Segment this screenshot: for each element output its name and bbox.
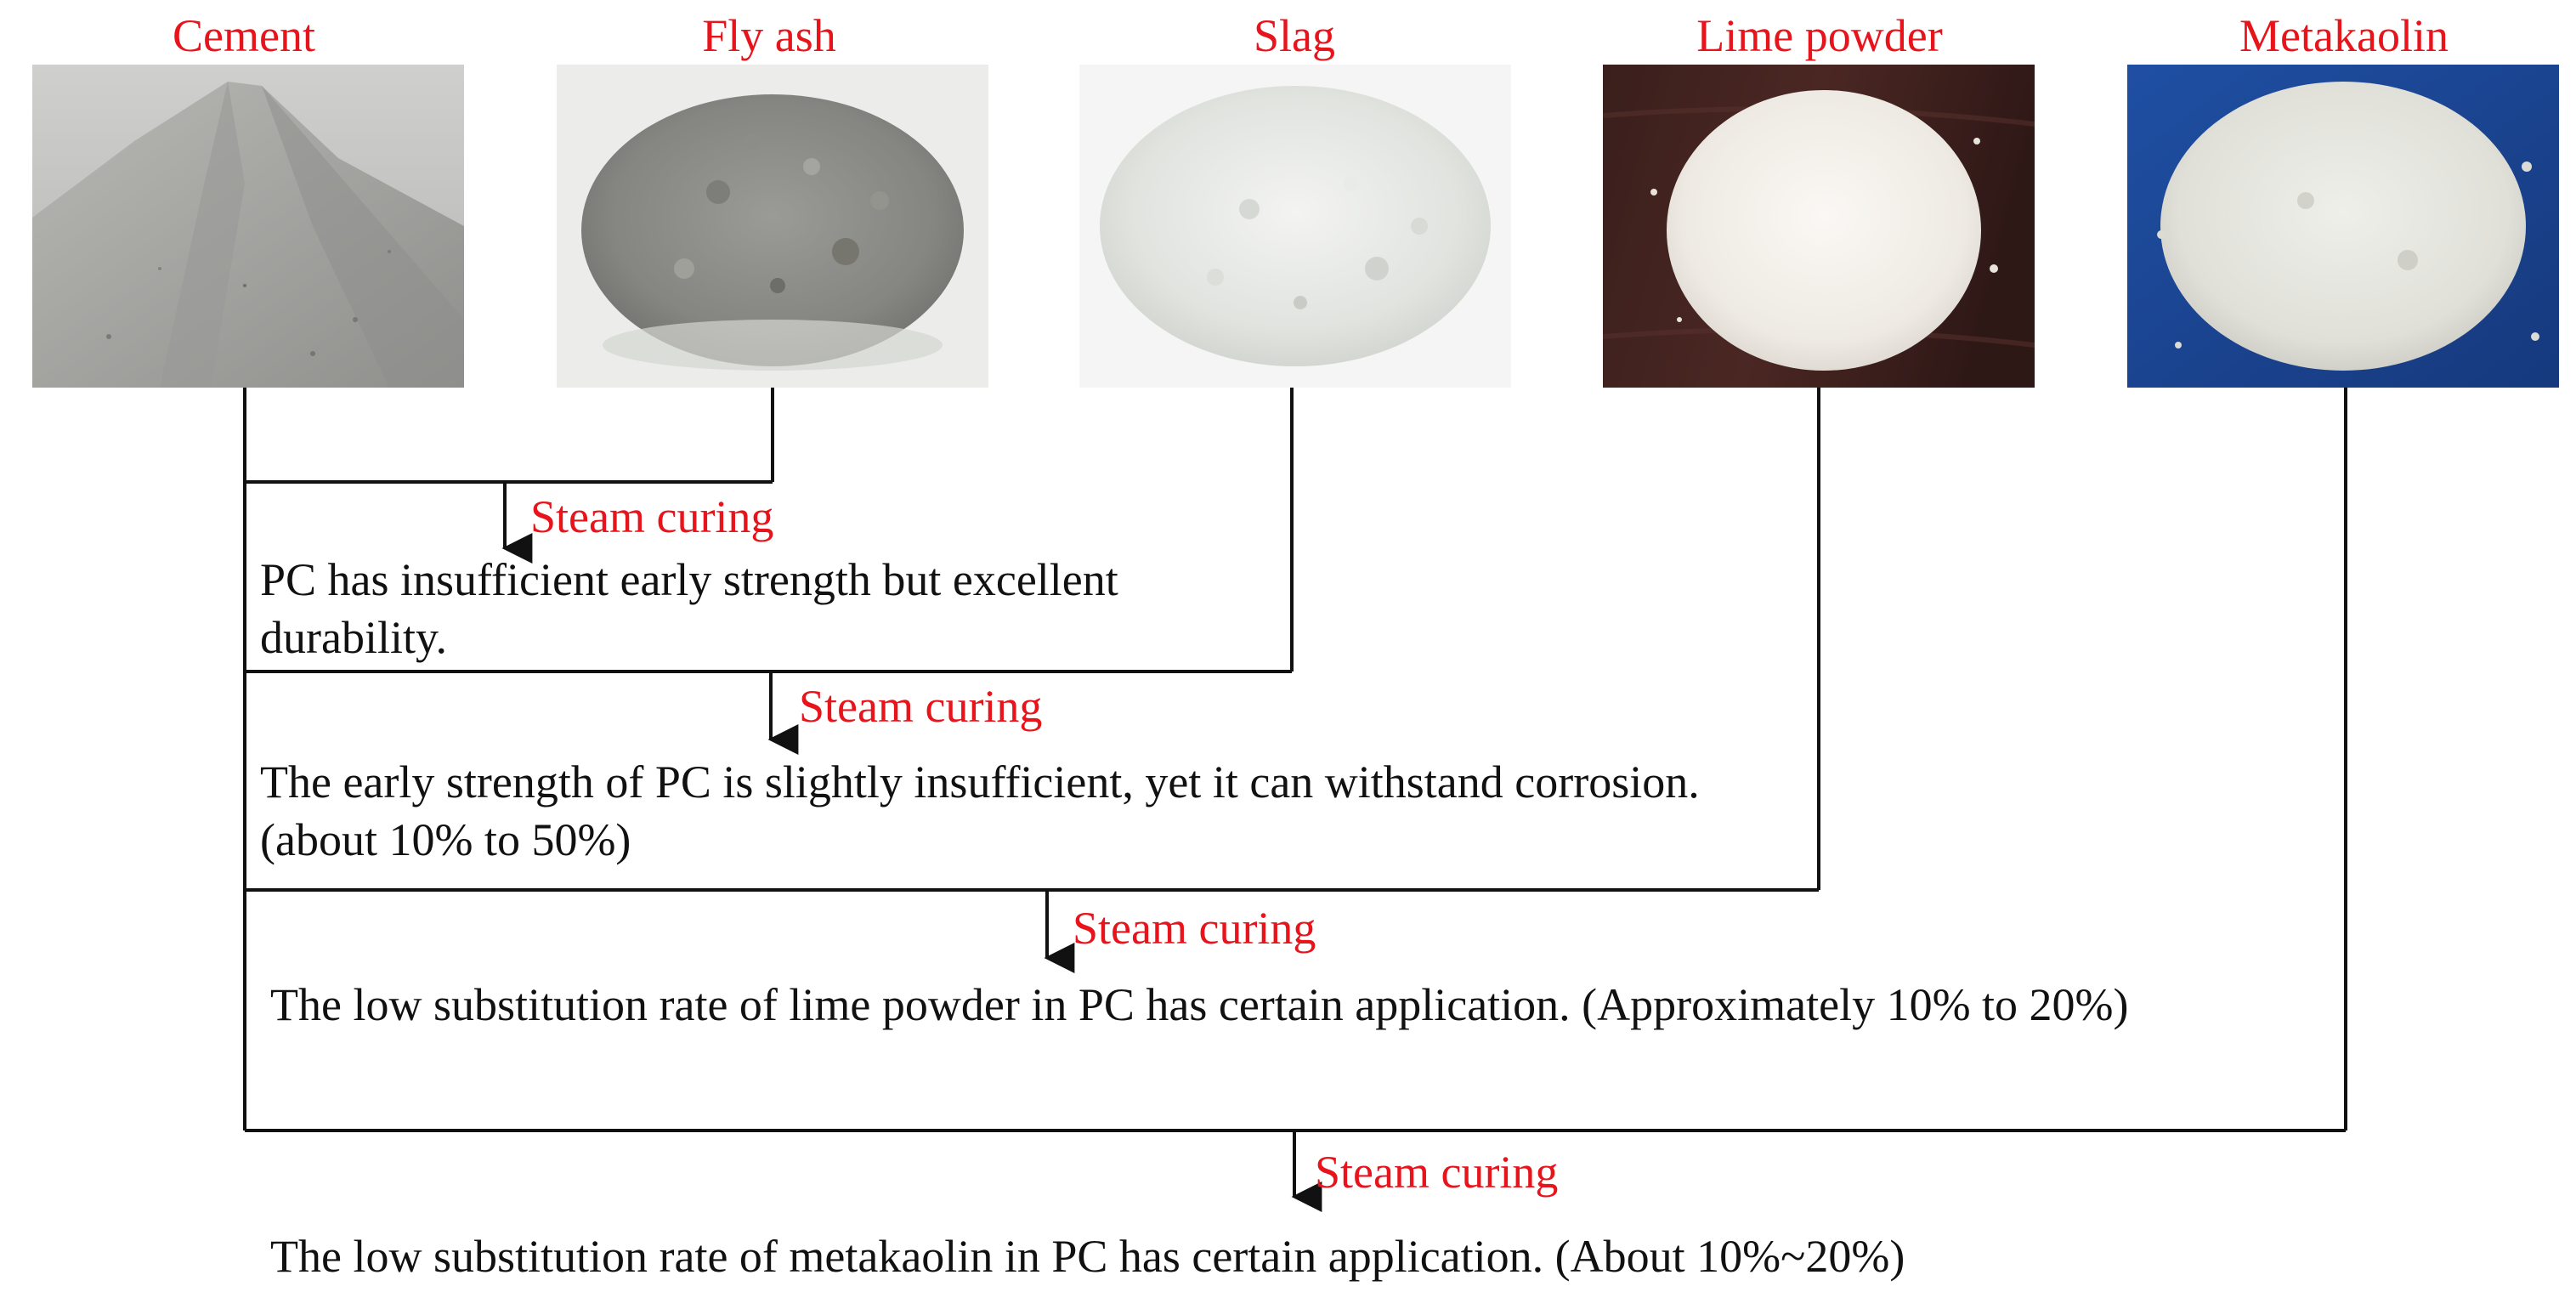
- cement-powder-photo: [32, 65, 464, 388]
- steam-curing-label-2: Steam curing: [799, 681, 1043, 732]
- outcome-text-lime-powder: The low substitution rate of lime powder…: [270, 979, 2129, 1030]
- steam-curing-label-4: Steam curing: [1315, 1147, 1559, 1198]
- lime-powder-photo: [1603, 65, 2035, 388]
- material-label-metakaolin: Metakaolin: [2239, 10, 2449, 61]
- outcome-text-fly-ash: PC has insufficient early strength but e…: [260, 554, 1118, 663]
- outcome-text-slag: The early strength of PC is slightly ins…: [260, 756, 1700, 865]
- metakaolin-powder-photo: [2127, 65, 2559, 388]
- material-label-lime-powder: Lime powder: [1696, 10, 1943, 61]
- material-label-slag: Slag: [1253, 10, 1335, 61]
- steam-curing-label-1: Steam curing: [530, 491, 774, 542]
- steam-curing-label-3: Steam curing: [1073, 903, 1316, 954]
- material-label-fly-ash: Fly ash: [702, 10, 836, 61]
- material-label-cement: Cement: [173, 10, 315, 61]
- outcome-text-metakaolin: The low substitution rate of metakaolin …: [270, 1231, 1905, 1282]
- fly-ash-powder-photo: [557, 65, 988, 388]
- slag-powder-photo: [1079, 65, 1511, 388]
